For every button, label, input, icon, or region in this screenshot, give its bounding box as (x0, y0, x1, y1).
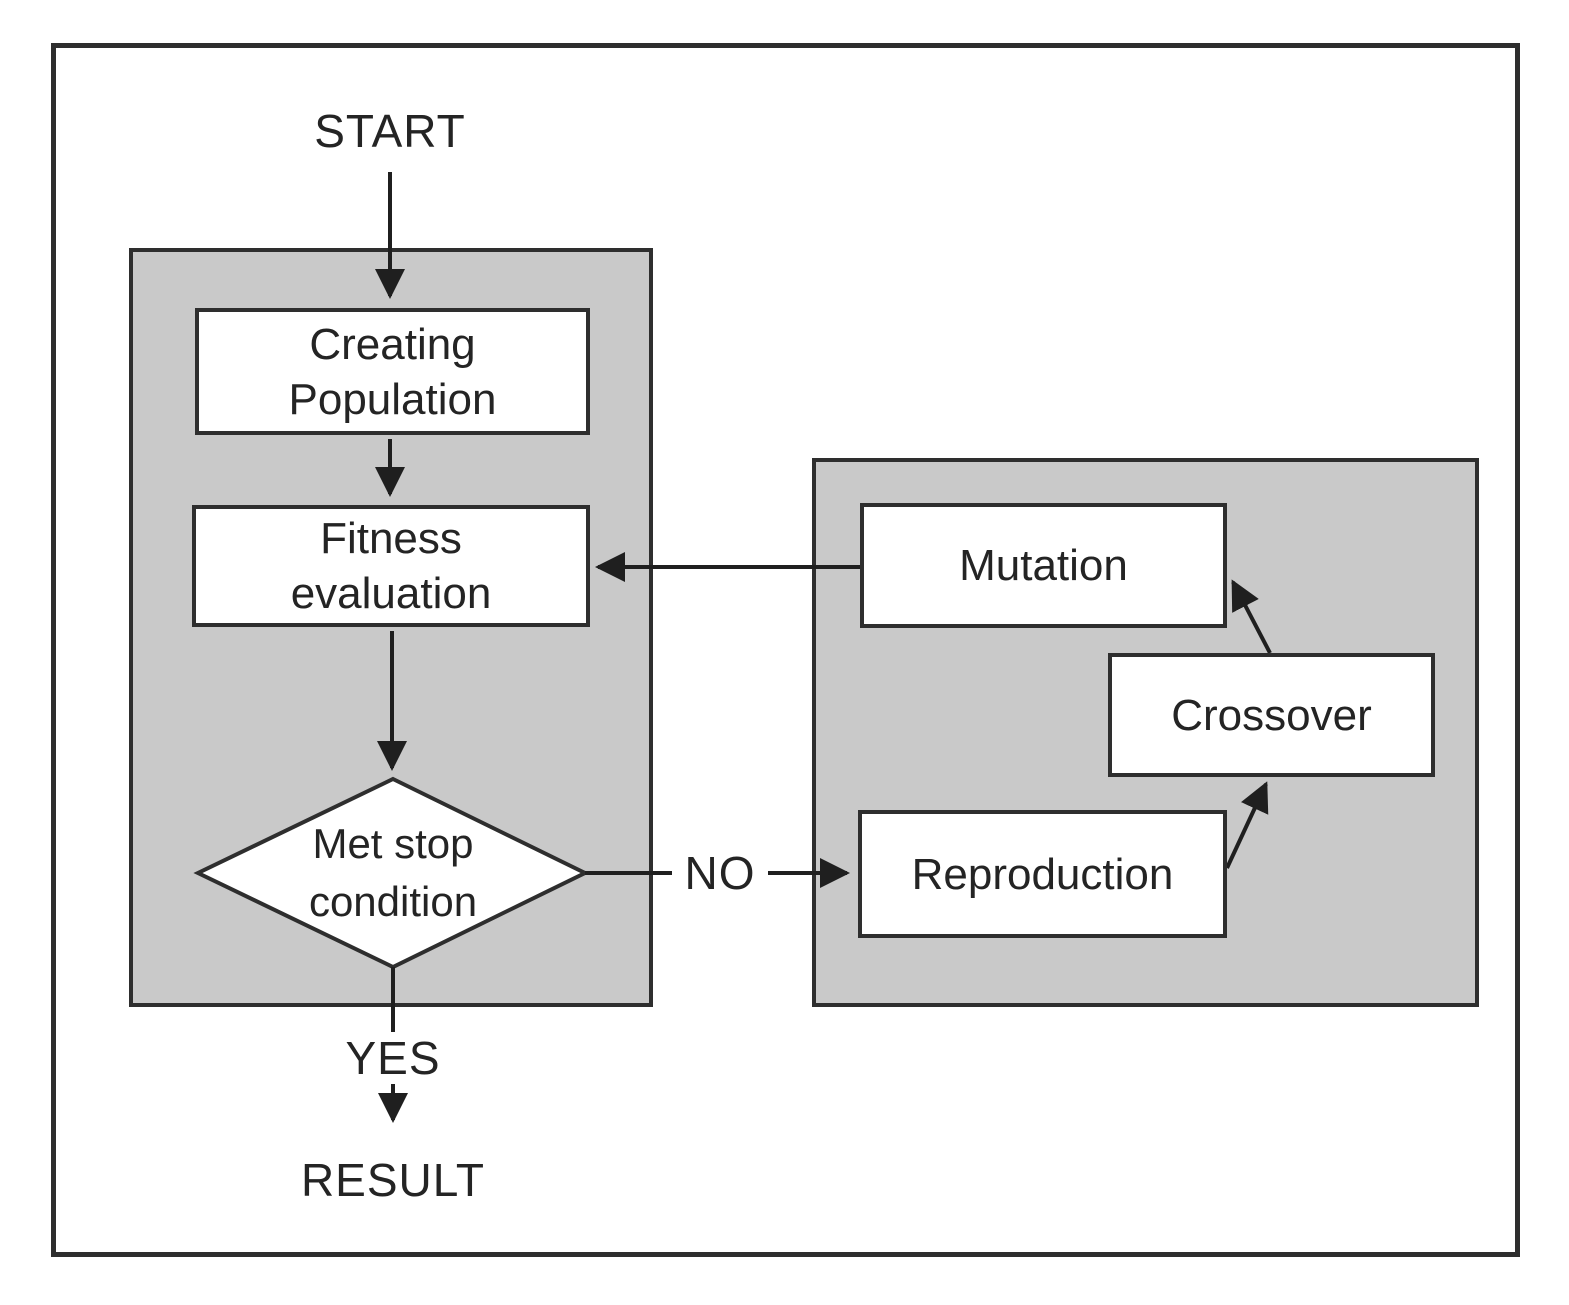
result-label: RESULT (300, 1154, 486, 1206)
node-fitness-evaluation-label: Fitness evaluation (290, 514, 492, 618)
node-fitness-evaluation: Fitness evaluation (192, 505, 590, 627)
start-label: START (314, 105, 466, 157)
node-mutation: Mutation (860, 503, 1227, 628)
node-mutation-label: Mutation (959, 541, 1128, 590)
decision-stop-condition-label: Met stop condition (308, 820, 478, 925)
node-creating-population-label: Creating Population (288, 319, 497, 424)
node-creating-population: Creating Population (195, 308, 590, 435)
node-crossover-label: Crossover (1171, 690, 1372, 740)
yes-branch-label: YES (338, 1032, 448, 1084)
node-crossover: Crossover (1108, 653, 1435, 777)
no-branch-label: NO (672, 847, 768, 899)
node-reproduction: Reproduction (858, 810, 1227, 938)
node-reproduction-label: Reproduction (911, 849, 1174, 899)
